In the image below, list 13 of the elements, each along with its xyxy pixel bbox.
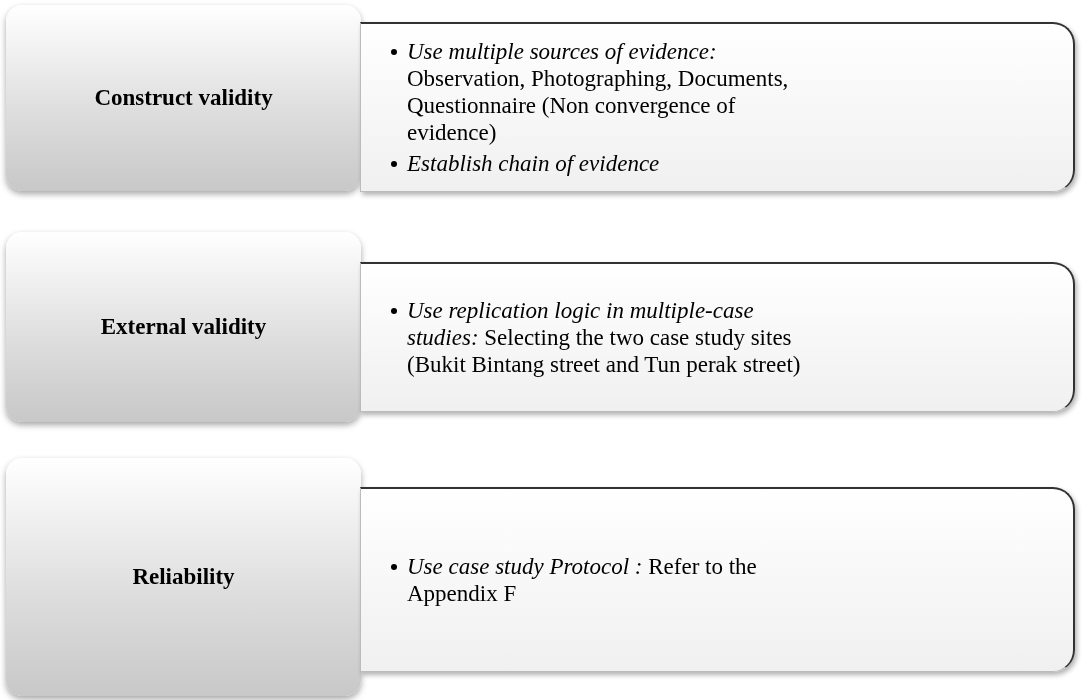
detail-box [360, 262, 1075, 412]
category-box [6, 458, 361, 696]
category-title: Construct validity [94, 85, 273, 111]
detail-box [360, 22, 1075, 192]
bullet-item: Use multiple sources of evidence: Observation, Photographing, Documents, Questionnaire (Non convergence of evidence) [407, 38, 790, 146]
bullet-item: Use replication logic in multiple-case studies: Selecting the two case study sites (Bukit Bintang street and Tun perak street) [407, 297, 802, 378]
category-title: External validity [100, 314, 267, 340]
detail-box [360, 487, 1075, 672]
category-box [6, 232, 361, 422]
bullet-item: Establish chain of evidence [407, 150, 661, 177]
category-title: Reliability [132, 564, 235, 590]
bullet-item: Use case study Protocol : Refer to the Appendix F [407, 553, 758, 607]
category-box [6, 5, 361, 191]
